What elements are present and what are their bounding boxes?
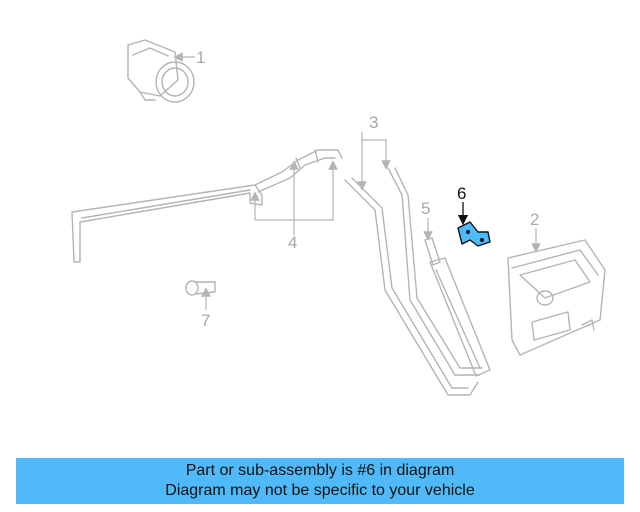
info-banner: Part or sub-assembly is #6 in diagram Di… — [16, 458, 624, 504]
callout-5: 5 — [421, 199, 430, 218]
callout-7: 7 — [201, 311, 210, 330]
callout-2: 2 — [530, 210, 539, 229]
banner-line-2: Diagram may not be specific to your vehi… — [165, 482, 475, 499]
part-3-tubes[interactable] — [344, 132, 483, 396]
callout-6: 6 — [457, 184, 466, 203]
callout-4: 4 — [288, 233, 297, 252]
part-1-module[interactable] — [127, 39, 195, 103]
callout-1: 1 — [196, 48, 205, 67]
part-7-bolt[interactable] — [185, 280, 216, 310]
part-2-housing[interactable] — [507, 228, 606, 356]
part-4-hose[interactable] — [71, 149, 343, 263]
parts-diagram: 1 4 3 5 6 — [71, 39, 606, 396]
callout-3: 3 — [369, 113, 378, 132]
banner-line-1: Part or sub-assembly is #6 in diagram — [185, 462, 455, 479]
part-5-cylinder[interactable] — [423, 218, 491, 377]
part-6-bracket[interactable] — [457, 202, 491, 247]
